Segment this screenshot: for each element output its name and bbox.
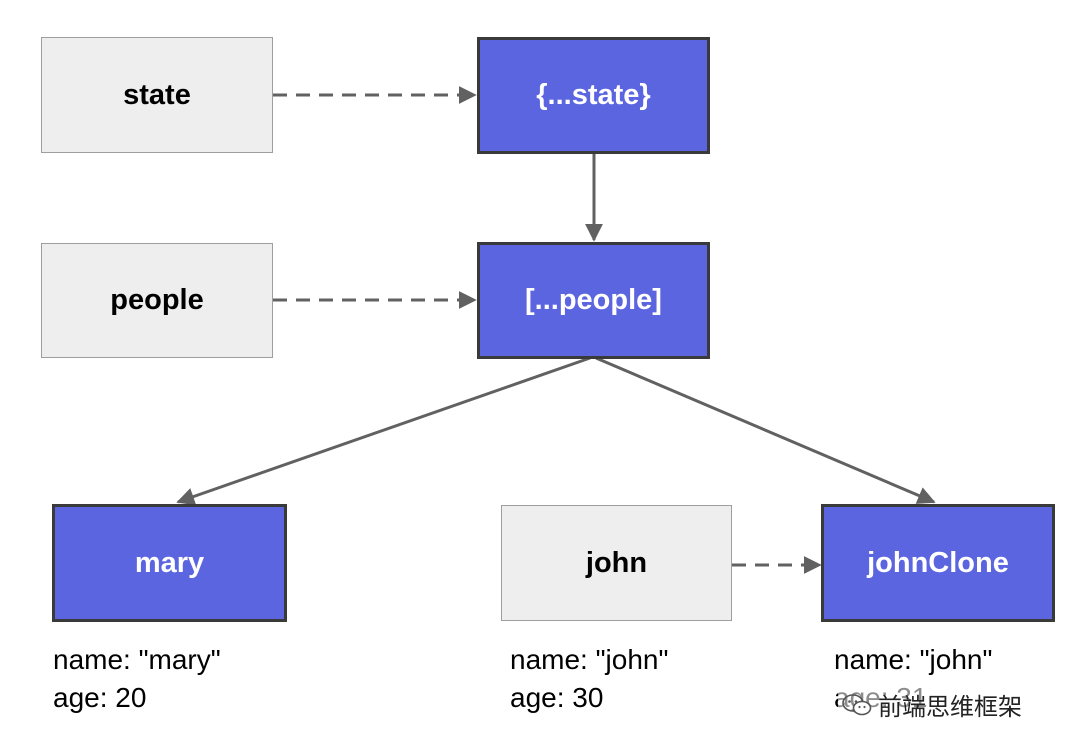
people-copy-to-mary-arrow: [176, 356, 591, 506]
watermark: 前端思维框架: [838, 687, 1026, 722]
john-properties: name: "john" age: 30: [510, 641, 668, 717]
node-people-copy: [...people]: [477, 242, 710, 359]
john-clone-name: name: "john": [834, 644, 993, 675]
node-people: people: [41, 243, 273, 358]
node-state: state: [41, 37, 273, 153]
node-john-clone: johnClone: [821, 504, 1055, 622]
mary-age: age: 20: [53, 682, 147, 713]
watermark-text: 前端思维框架: [878, 693, 1022, 721]
node-state-copy: {...state}: [477, 37, 710, 154]
mary-name: name: "mary": [53, 644, 221, 675]
john-name: name: "john": [510, 644, 669, 675]
wechat-icon: [842, 693, 872, 715]
mary-properties: name: "mary" age: 20: [53, 641, 221, 717]
node-mary: mary: [52, 504, 287, 622]
node-john: john: [501, 505, 732, 621]
people-copy-to-john-clone-arrow: [595, 356, 936, 504]
john-age: age: 30: [510, 682, 604, 713]
